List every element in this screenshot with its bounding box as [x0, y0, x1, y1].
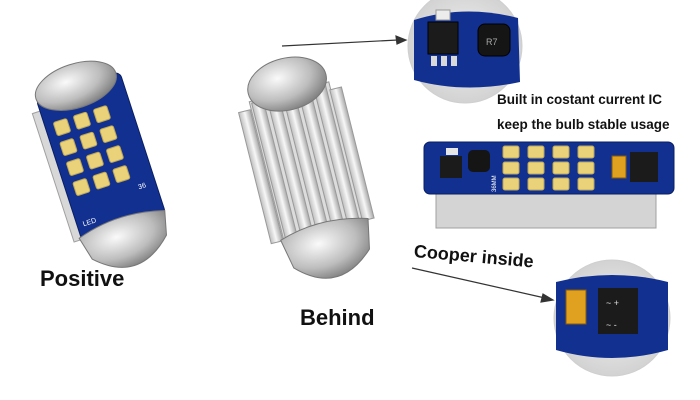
back-bulb [237, 56, 375, 279]
front-bulb-size-mark: 36 [137, 182, 147, 191]
svg-text:~ -: ~ - [606, 320, 617, 330]
inductor [477, 23, 511, 57]
svg-text:~ +: ~ + [606, 298, 619, 308]
back-bulb-top-cap [247, 56, 327, 112]
cooper-bridge-rectifier [598, 288, 638, 334]
arrow-to-cooper-closeup [411, 267, 546, 299]
pcb-inductor [468, 150, 490, 172]
front-bulb-led-mark: LED [82, 217, 97, 228]
label-ic-line1: Built in costant current IC [497, 92, 663, 107]
inductor-code-mark: R7 [486, 37, 498, 47]
ic-closeup: R7 [407, 0, 523, 104]
pcb-strip: 36MM [423, 141, 675, 229]
pcb-bridge-rectifier [630, 152, 658, 182]
cooper-closeup: ~ + ~ - [553, 259, 671, 377]
cooper-tantalum [565, 289, 587, 325]
front-bulb: LED 36 [31, 60, 167, 268]
pcb-ic-chip [440, 156, 462, 178]
arrow-to-ic-closeup [281, 39, 399, 47]
front-bulb-bottom-cap [78, 209, 167, 268]
label-ic-line2: keep the bulb stable usage [497, 117, 670, 132]
arrowhead-ic-closeup [395, 35, 408, 45]
front-bulb-top-cap [34, 60, 117, 111]
pcb-size-mark: 36MM [492, 175, 498, 192]
ic-chip [427, 21, 459, 55]
pointer-arrows [281, 35, 555, 303]
pcb-led-grid [502, 145, 595, 191]
arrowhead-cooper-closeup [540, 293, 555, 303]
label-positive: Positive [40, 266, 125, 291]
back-bulb-bottom-cap [280, 217, 370, 279]
front-bulb-led-grid [53, 105, 131, 196]
pcb-tantalum [611, 155, 627, 179]
label-behind: Behind [300, 305, 375, 330]
